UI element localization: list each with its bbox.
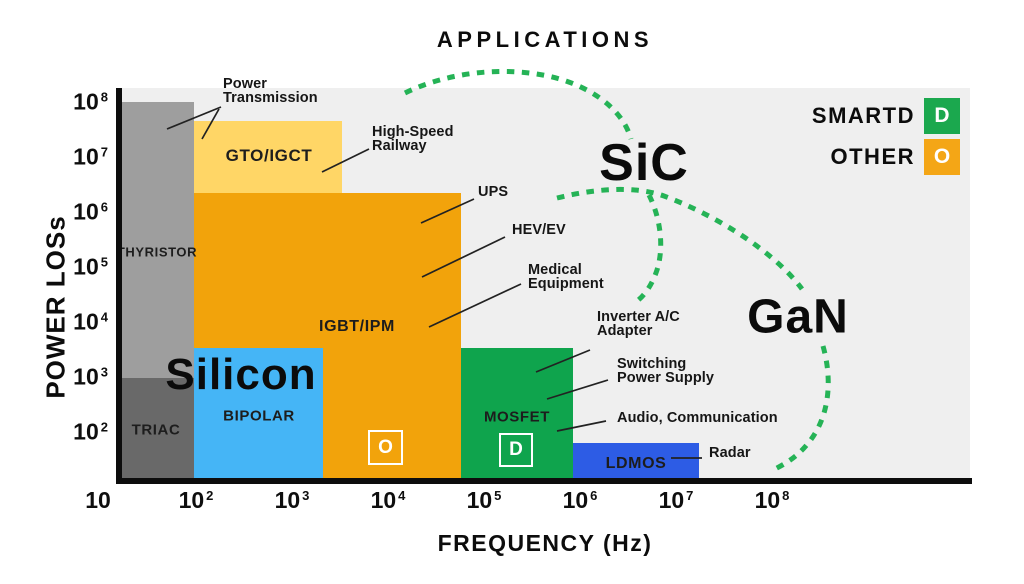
material-label-silicon: Silicon	[165, 350, 317, 399]
legend-badge-d-icon: D	[924, 98, 960, 134]
callout-high-speed-railway: High-Speed Railway	[372, 124, 454, 154]
region-label-igbt-ipm: IGBT/IPM	[319, 318, 395, 335]
callout-hev-ev: HEV/EV	[512, 222, 566, 238]
callout-radar: Radar	[709, 445, 751, 461]
region-triac	[122, 378, 194, 479]
region-label-gto-igct: GTO/IGCT	[225, 146, 313, 165]
chart-badge-d-icon: D	[499, 433, 533, 467]
callout-power-transmission: Power Transmission	[223, 76, 318, 106]
callout-switching-power-supply: Switching Power Supply	[617, 356, 715, 386]
material-label-sic: SiC	[599, 134, 689, 192]
region-label-mosfet: MOSFET	[483, 408, 551, 426]
x-axis-line	[116, 478, 972, 484]
region-label-thyristor: THYRISTOR	[116, 244, 198, 260]
legend-item-smartd: SMARTD D	[812, 98, 960, 134]
callout-inverter-ac-adapter: Inverter A/C Adapter	[597, 309, 680, 339]
legend-label-smartd: SMARTD	[811, 103, 915, 128]
legend-item-other: OTHER O	[830, 139, 960, 175]
y-axis-title: POWER LOSs	[40, 215, 71, 399]
region-label-triac: TRIAC	[131, 421, 181, 439]
chart-badge-o-icon: O	[368, 430, 403, 465]
chart-title: APPLICATIONS	[436, 27, 654, 52]
callout-ups: UPS	[478, 184, 509, 200]
callout-medical-equipment: Medical Equipment	[528, 262, 604, 292]
x-axis-title: FREQUENCY (Hz)	[437, 530, 653, 556]
material-label-gan: GaN	[747, 290, 849, 344]
region-label-bipolar: BIPOLAR	[223, 407, 295, 425]
x-tick-10: 10	[85, 487, 111, 513]
callout-audio-communication: Audio, Communication	[617, 410, 778, 426]
region-ldmos	[573, 443, 699, 479]
y-axis-line	[116, 88, 122, 484]
region-label-ldmos: LDMOS	[605, 455, 667, 472]
legend-badge-o-icon: O	[924, 139, 960, 175]
legend-label-other: OTHER	[830, 144, 915, 169]
region-bipolar	[194, 348, 323, 479]
